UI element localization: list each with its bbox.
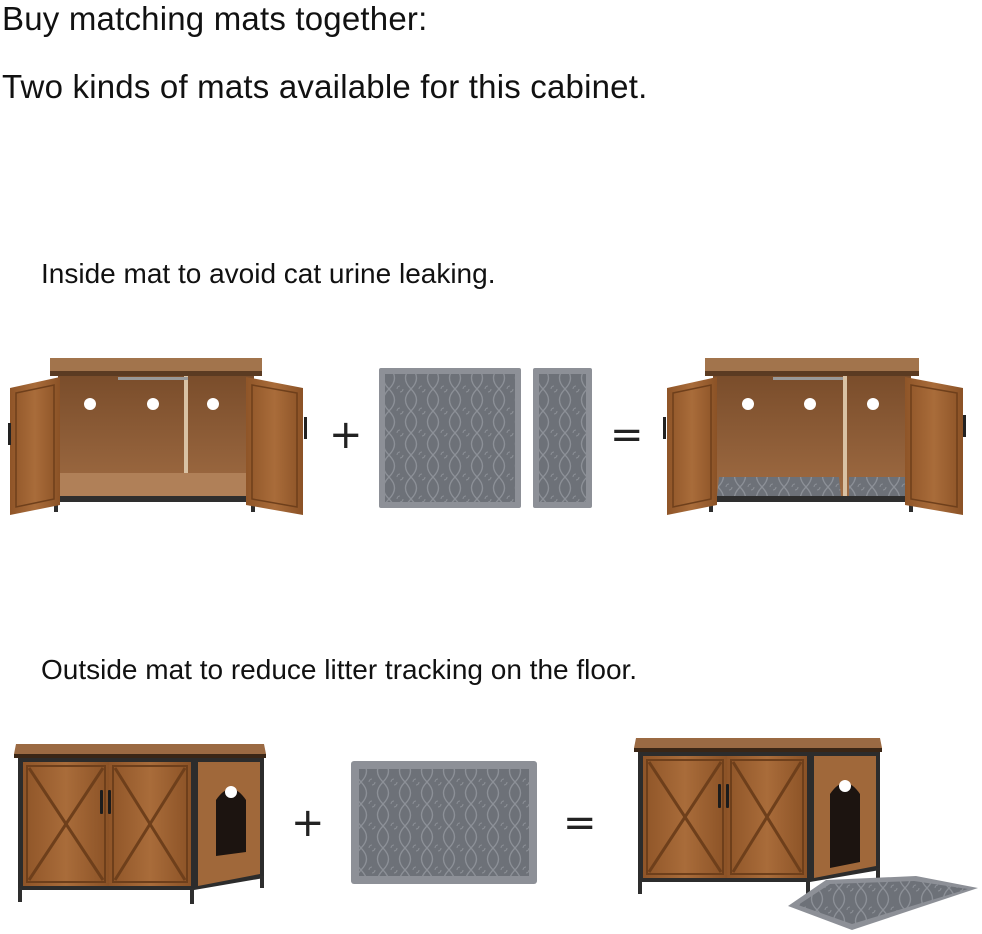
outside-mat-caption: Outside mat to reduce litter tracking on…	[41, 654, 638, 685]
inside-mats-image	[379, 368, 592, 508]
closed-cabinet-image	[14, 744, 266, 904]
equals-sign-2: =	[563, 800, 597, 846]
plus-sign-2: +	[291, 800, 325, 846]
plus-sign: +	[329, 412, 363, 458]
cabinet-with-outside-mat-image	[634, 738, 978, 930]
page-subtitle: Two kinds of mats available for this cab…	[2, 68, 648, 105]
equals-sign: =	[610, 412, 644, 458]
page-title: Buy matching mats together:	[2, 0, 428, 37]
open-cabinet-image	[8, 358, 307, 515]
outside-mat-image	[351, 761, 537, 884]
inside-mat-caption: Inside mat to avoid cat urine leaking.	[41, 258, 496, 289]
cabinet-with-inside-mats-image	[663, 358, 966, 515]
